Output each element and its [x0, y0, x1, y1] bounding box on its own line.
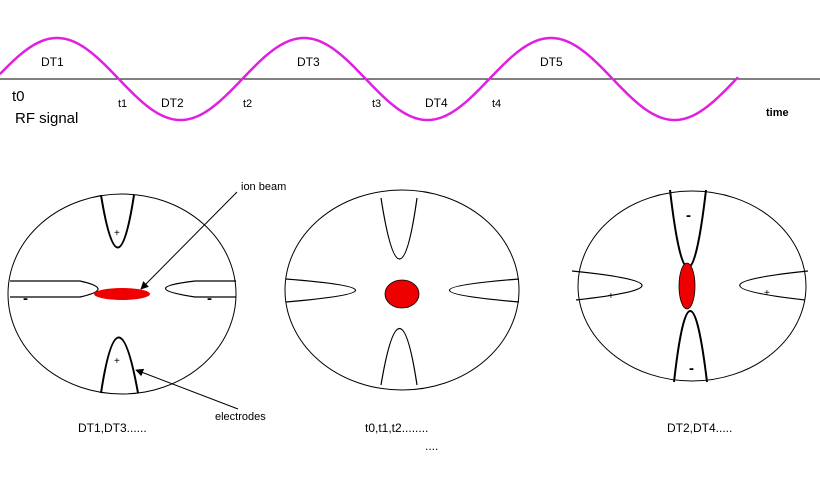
crossing-label-t4: t4: [492, 98, 501, 110]
annotations: ion beam electrodes: [135, 181, 286, 423]
interval-label-dt2: DT2: [161, 96, 184, 110]
crossing-label-t3: t3: [372, 98, 381, 110]
electrode-right: [164, 280, 236, 298]
electrode-left: [571, 270, 643, 301]
electrode-bottom-sign: -: [689, 360, 694, 377]
electrode-bottom: [100, 336, 139, 394]
electrode-right-sign: +: [764, 288, 770, 299]
trap-outline: [577, 190, 807, 382]
rf-signal-panel: DT1 DT2 DT3 DT4 DT5 t1 t2 t3 t4 t0 RF si…: [0, 36, 820, 127]
state-caption-left: DT1,DT3......: [78, 421, 147, 435]
rf-signal-wave: [0, 36, 739, 122]
trap-state-right: - - + + DT2,DT4.....: [571, 189, 809, 435]
interval-label-dt3: DT3: [297, 55, 320, 69]
electrode-left-sign: -: [23, 290, 28, 307]
state-caption-middle: t0,t1,t2........: [365, 421, 428, 435]
electrode-top: [380, 197, 418, 260]
signal-label-rf: RF signal: [15, 110, 78, 127]
trap-outline: [7, 193, 237, 395]
ion-beam-label: ion beam: [241, 181, 286, 193]
electrode-left-sign: +: [608, 291, 614, 302]
electrode-right: [448, 278, 520, 303]
electrode-bottom-sign: +: [114, 356, 120, 367]
interval-label-dt1: DT1: [41, 55, 64, 69]
crossing-label-t2: t2: [243, 98, 252, 110]
ion-beam: [678, 262, 696, 310]
electrode-top: [100, 194, 135, 249]
trap-state-middle: t0,t1,t2........ ....: [284, 189, 520, 453]
trap-state-left: + + - - DT1,DT3......: [7, 193, 237, 435]
state-caption-middle-extra: ....: [425, 439, 438, 453]
electrode-bottom: [380, 328, 418, 386]
ion-beam-arrow: [140, 191, 238, 290]
crossing-label-t1: t1: [118, 98, 127, 110]
trap-outline: [284, 189, 520, 391]
interval-label-dt4: DT4: [425, 96, 448, 110]
electrode-top: [669, 189, 707, 269]
electrodes-arrow: [135, 368, 239, 410]
electrode-bottom: [673, 310, 708, 383]
ion-beam: [94, 288, 150, 300]
axis-label-time: time: [766, 107, 789, 119]
electrode-top-sign: +: [114, 228, 120, 239]
electrodes-label: electrodes: [215, 411, 266, 423]
electrode-left: [285, 278, 357, 303]
electrode-left: [10, 280, 99, 298]
state-caption-right: DT2,DT4.....: [667, 421, 732, 435]
electrode-top-sign: -: [686, 207, 691, 224]
interval-label-dt5: DT5: [540, 55, 563, 69]
signal-label-t0: t0: [12, 88, 25, 105]
electrode-right: [739, 270, 809, 301]
ion-beam: [384, 279, 420, 309]
electrode-right-sign: -: [207, 290, 212, 307]
